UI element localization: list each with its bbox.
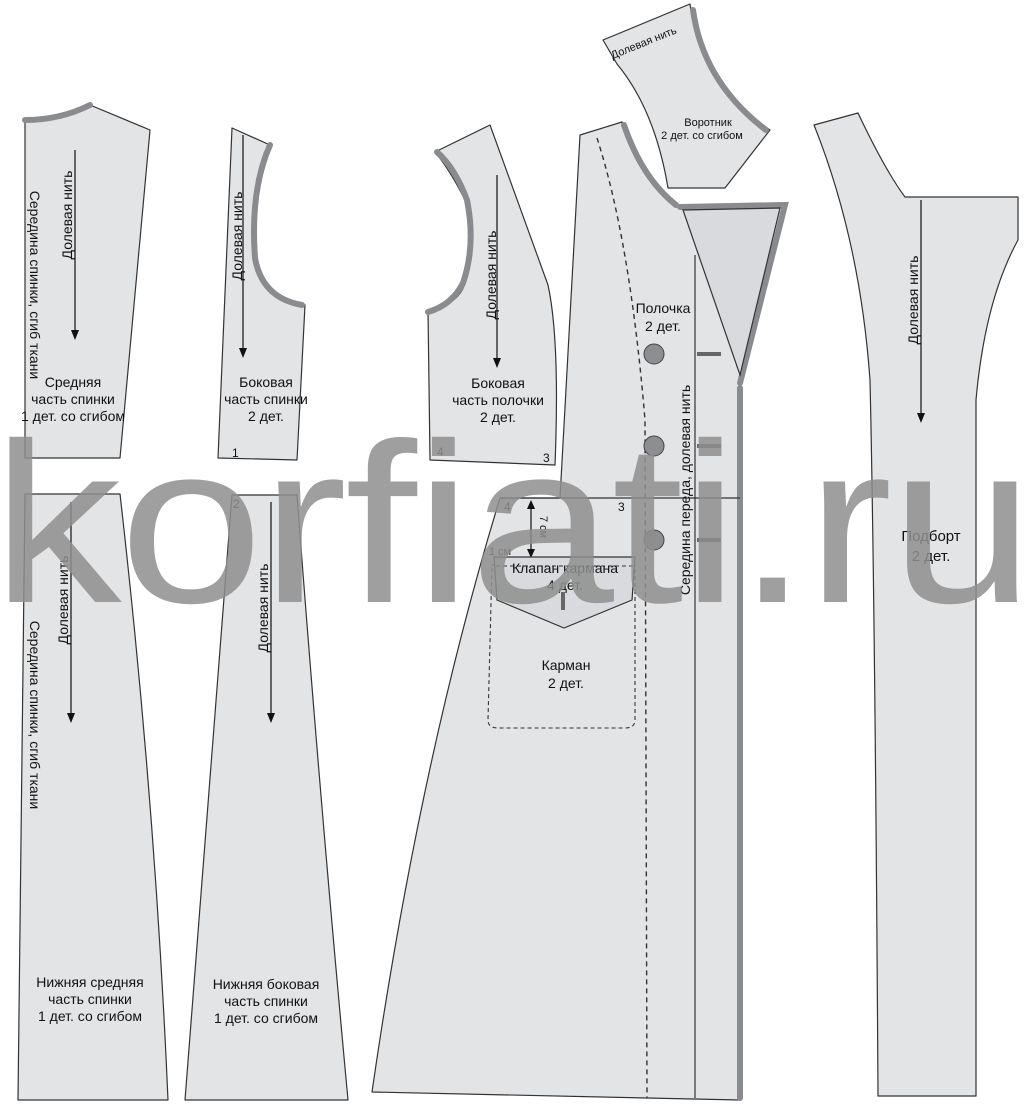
grain-label: Долевая нить xyxy=(483,231,499,320)
piece-facing: Долевая нить Подборт 2 дет. xyxy=(813,112,1019,1097)
center-front-label: Середина переда, долевая нить xyxy=(677,385,693,595)
notch-mark: 3 xyxy=(543,451,550,465)
grain-label: Долевая нить xyxy=(59,171,75,260)
notch-mark: 2 xyxy=(233,497,240,511)
notch-mark: 1 xyxy=(232,446,239,460)
fold-label: Середина спинки, сгиб ткани xyxy=(27,621,43,809)
piece-subname: часть спинки xyxy=(31,391,115,407)
grain-label: Долевая нить xyxy=(55,556,71,645)
notch-mark: 3 xyxy=(618,500,625,514)
piece-name: Нижняя средняя xyxy=(36,974,143,990)
piece-subname: часть спинки xyxy=(224,391,308,407)
piece-count: 4 дет. xyxy=(547,577,583,593)
piece-back-side-lower: Долевая нить Нижняя боковая часть спинки… xyxy=(184,494,349,1101)
piece-count: 2 дет. xyxy=(248,408,284,424)
piece-pocket-flap: Клапан кармана 4 дет. xyxy=(493,556,636,629)
piece-count: 2 дет. xyxy=(912,548,950,565)
grain-label: Долевая нить xyxy=(229,192,245,281)
piece-count: 2 дет. xyxy=(480,409,516,425)
piece-back-center-lower: Долевая нить Середина спинки, сгиб ткани… xyxy=(17,493,169,1101)
piece-count: 2 дет. со сгибом xyxy=(661,130,743,142)
grain-label: Долевая нить xyxy=(255,564,271,653)
grain-label: Долевая нить xyxy=(905,256,921,345)
piece-name: Подборт xyxy=(901,528,960,545)
measure-label: 7 см xyxy=(537,516,549,538)
piece-collar: Долевая нить Воротник 2 дет. со сгибом xyxy=(602,3,771,189)
piece-name: Воротник xyxy=(684,117,732,129)
piece-subname: часть спинки xyxy=(224,993,308,1009)
piece-name: Боковая xyxy=(239,374,293,390)
piece-name: Карман xyxy=(542,657,591,673)
piece-name: Полочка xyxy=(636,300,691,316)
piece-name: Средняя xyxy=(45,374,101,390)
watermark-text: korfiati.ru xyxy=(0,397,1024,651)
piece-count: 1 дет. со сгибом xyxy=(38,1008,142,1024)
piece-name: Боковая xyxy=(471,375,525,391)
piece-name: Клапан кармана xyxy=(512,560,618,576)
notch-mark: 4 xyxy=(437,445,444,459)
piece-count: 2 дет. xyxy=(645,318,681,334)
piece-subname: часть полочки xyxy=(452,392,544,408)
piece-back-side-upper: Долевая нить Боковая часть спинки 2 дет.… xyxy=(217,127,308,461)
piece-name: Нижняя боковая xyxy=(213,976,320,992)
piece-subname: часть спинки xyxy=(48,991,132,1007)
piece-pocket: Карман 2 дет. xyxy=(487,564,636,729)
piece-count: 2 дет. xyxy=(548,675,584,691)
notch-mark: 4 xyxy=(504,500,511,514)
measure-label: 1 см xyxy=(489,546,511,558)
piece-front-side: Долевая нить Боковая часть полочки 2 дет… xyxy=(425,124,558,466)
piece-count: 1 дет. со сгибом xyxy=(21,408,125,424)
piece-back-center-upper: Долевая нить Середина спинки, сгиб ткани… xyxy=(21,102,151,459)
fold-label: Середина спинки, сгиб ткани xyxy=(27,191,43,379)
piece-count: 1 дет. со сгибом xyxy=(214,1010,318,1026)
